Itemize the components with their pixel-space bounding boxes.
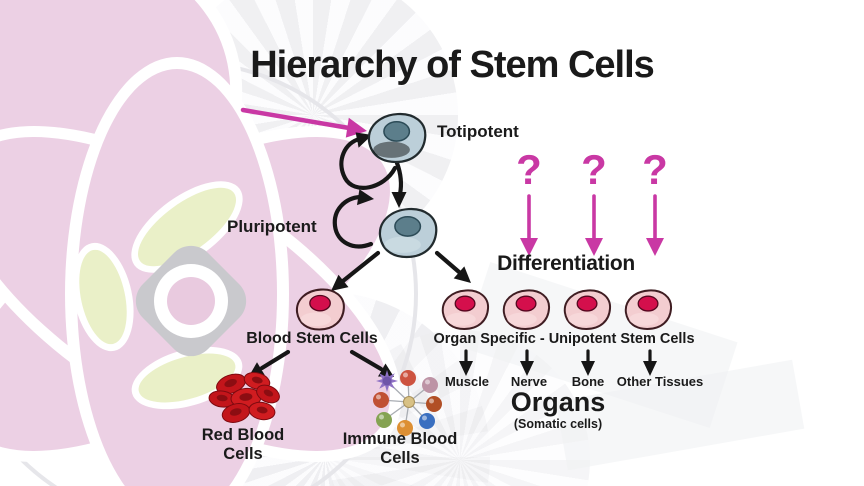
differentiation-label: Differentiation [497,252,635,275]
blood-stem-cells-label: Blood Stem Cells [246,330,378,347]
red-blood-cells-label: Red Blood Cells [201,426,285,463]
differentiation-arrow-icon [585,194,603,256]
immune-blood-cells-label: Immune Blood Cells [342,430,458,467]
self-renewal-loop-pluripotent-icon [332,189,374,249]
differentiation-arrow-icon [520,194,538,256]
tissue-label-nerve: Nerve [510,374,548,389]
unipotent-cell-icon [441,289,490,330]
arrow-pluripotent-to-unipotent [434,250,471,283]
entry-arrow-icon [240,107,367,138]
page-title: Hierarchy of Stem Cells [250,44,655,86]
differentiation-arrow-icon [646,194,664,256]
totipotent-label: Totipotent [437,122,519,141]
question-mark: ? [642,146,668,193]
arrow-pluripotent-to-blood-stem [331,250,381,291]
tissue-label-other-tissues: Other Tissues [616,374,704,389]
arrow-totipotent-to-pluripotent [391,160,407,208]
totipotent-cell-icon [367,112,427,164]
nucleus-decoration-center [167,277,215,325]
unipotent-cell-icon [563,289,612,330]
blood-stem-cell-icon [296,288,345,331]
tissue-label-bone: Bone [571,374,605,389]
tissue-arrow-icon [459,349,657,376]
arrow-blood-to-immune-cells [349,349,394,377]
pluripotent-cell-icon [378,207,438,259]
unipotent-cell-icon [502,289,551,330]
pluripotent-label: Pluripotent [227,217,317,236]
tissue-label-muscle: Muscle [444,374,490,389]
somatic-cells-label: (Somatic cells) [513,417,603,431]
question-mark: ? [516,146,542,193]
red-blood-cells-icon [208,372,280,423]
immune-blood-cells-icon [373,370,442,436]
question-mark: ? [581,146,607,193]
organs-label: Organs [510,387,606,417]
unipotent-stem-cells-label: Organ Specific - Unipotent Stem Cells [433,331,695,347]
unipotent-cell-icon [624,289,673,330]
